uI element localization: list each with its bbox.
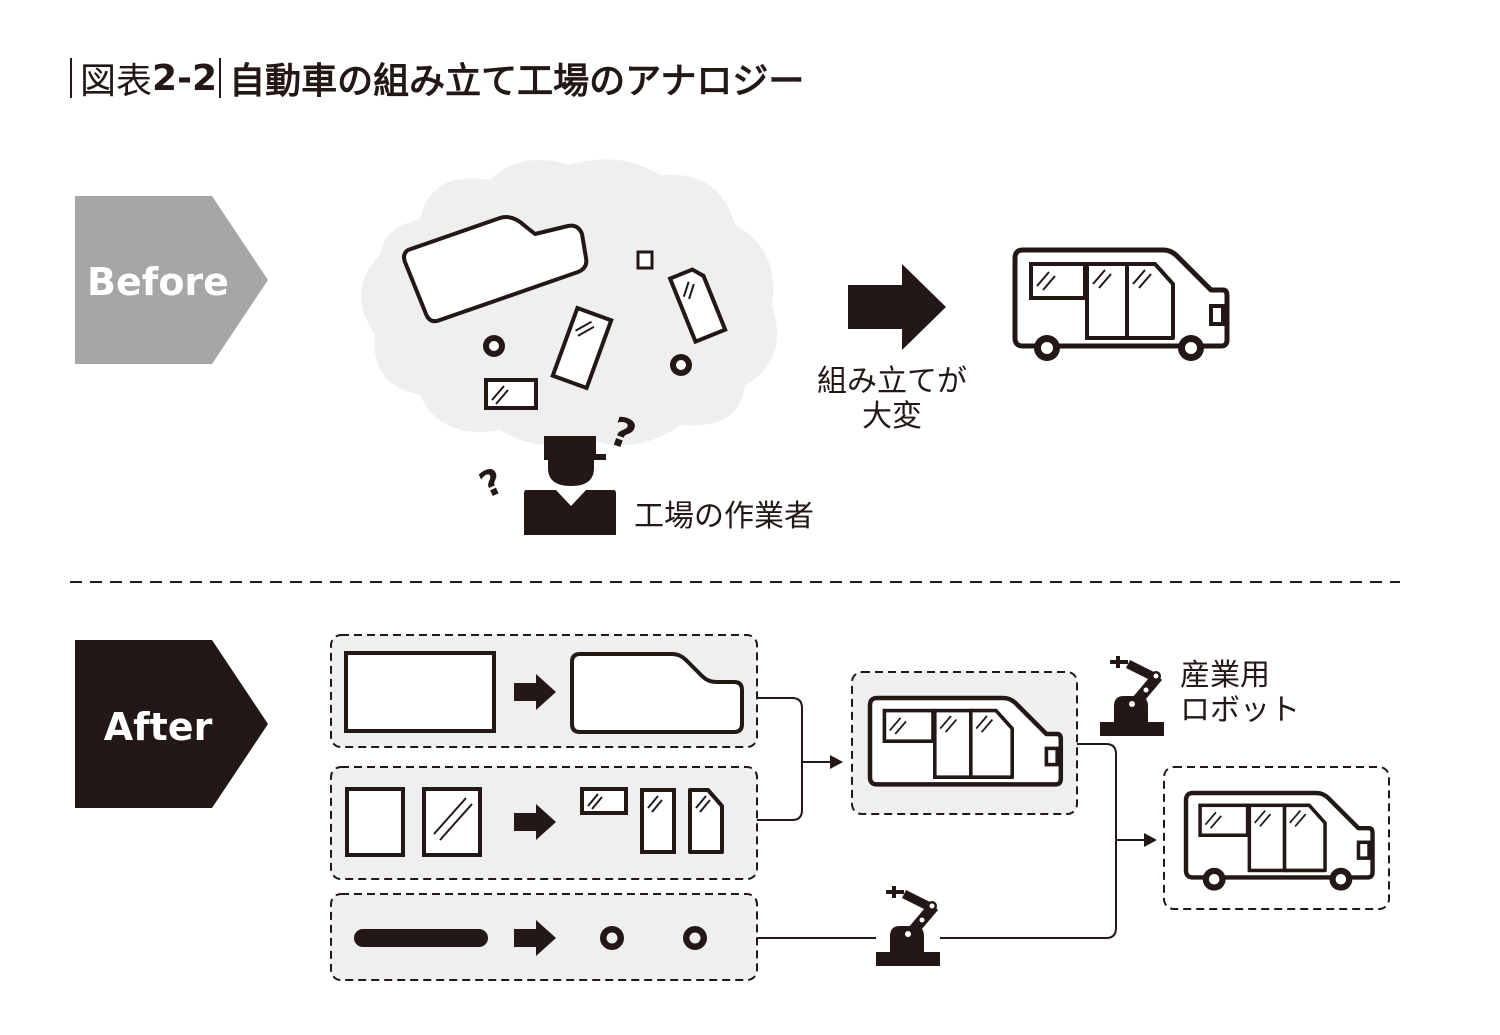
wheel-part-2 — [683, 926, 707, 950]
raw-glass-part — [345, 787, 405, 857]
process-panel-body — [330, 634, 758, 748]
industrial-robot-icon-top — [1098, 654, 1166, 738]
wheel-part-1 — [600, 926, 624, 950]
after-label: After — [104, 705, 213, 749]
shaped-body-part — [570, 652, 744, 734]
arrow-caption-line1: 組み立てが — [817, 364, 967, 399]
window-part-small — [484, 378, 538, 410]
raw-sheet-part — [344, 651, 496, 733]
figure-title: 図表 2-2 自動車の組み立て工場のアナロジー — [68, 52, 804, 104]
wheel-part-right — [670, 354, 692, 376]
merge-arrowhead-1 — [830, 755, 843, 769]
window-part-middle — [550, 305, 614, 391]
title-divider-right — [219, 58, 222, 98]
figure-prefix: 図表 — [80, 61, 153, 102]
after-tag-shape — [75, 640, 268, 808]
figure-number: 2-2 — [152, 57, 218, 99]
final-van-panel — [1163, 766, 1390, 910]
before-label: Before — [87, 260, 229, 304]
industrial-robot-icon-bottom — [874, 884, 942, 968]
merge-arrowhead-2 — [1144, 833, 1157, 847]
assembled-van-before — [1015, 250, 1227, 361]
assembly-arrow — [848, 264, 946, 350]
raw-rubber-part — [354, 929, 488, 947]
glass-sheet-part — [422, 787, 482, 857]
after-tag: After — [75, 640, 268, 808]
small-part — [636, 250, 654, 270]
before-tag: Before — [75, 196, 268, 364]
before-tag-shape — [75, 196, 268, 364]
robot-label-line1: 産業用 — [1180, 658, 1270, 693]
process-panel-windows — [330, 766, 758, 880]
window-part-right — [667, 267, 728, 345]
process-panel-wheels — [330, 893, 758, 981]
worker-icon — [524, 436, 616, 535]
merge-connector-1 — [757, 697, 832, 821]
cut-window-right — [688, 788, 724, 854]
intermediate-van-panel — [851, 671, 1078, 815]
arrow-caption-line2: 大変 — [862, 399, 922, 434]
figure-title-text: 自動車の組み立て工場のアナロジー — [229, 61, 805, 102]
worker-label: 工場の作業者 — [634, 499, 814, 534]
body-panel-part — [402, 215, 589, 324]
wheel-part-left — [483, 335, 505, 357]
scattered-parts — [402, 215, 728, 410]
svg-text:?: ? — [474, 461, 510, 507]
cut-window-middle — [640, 788, 676, 854]
merge-connector-2 — [757, 743, 1146, 939]
title-divider-left — [70, 58, 72, 98]
question-mark-left-icon: ? — [474, 461, 510, 507]
cut-window-small — [580, 787, 628, 815]
robot-label-line2: ロボット — [1180, 693, 1300, 728]
final-van-icon — [1183, 790, 1375, 891]
